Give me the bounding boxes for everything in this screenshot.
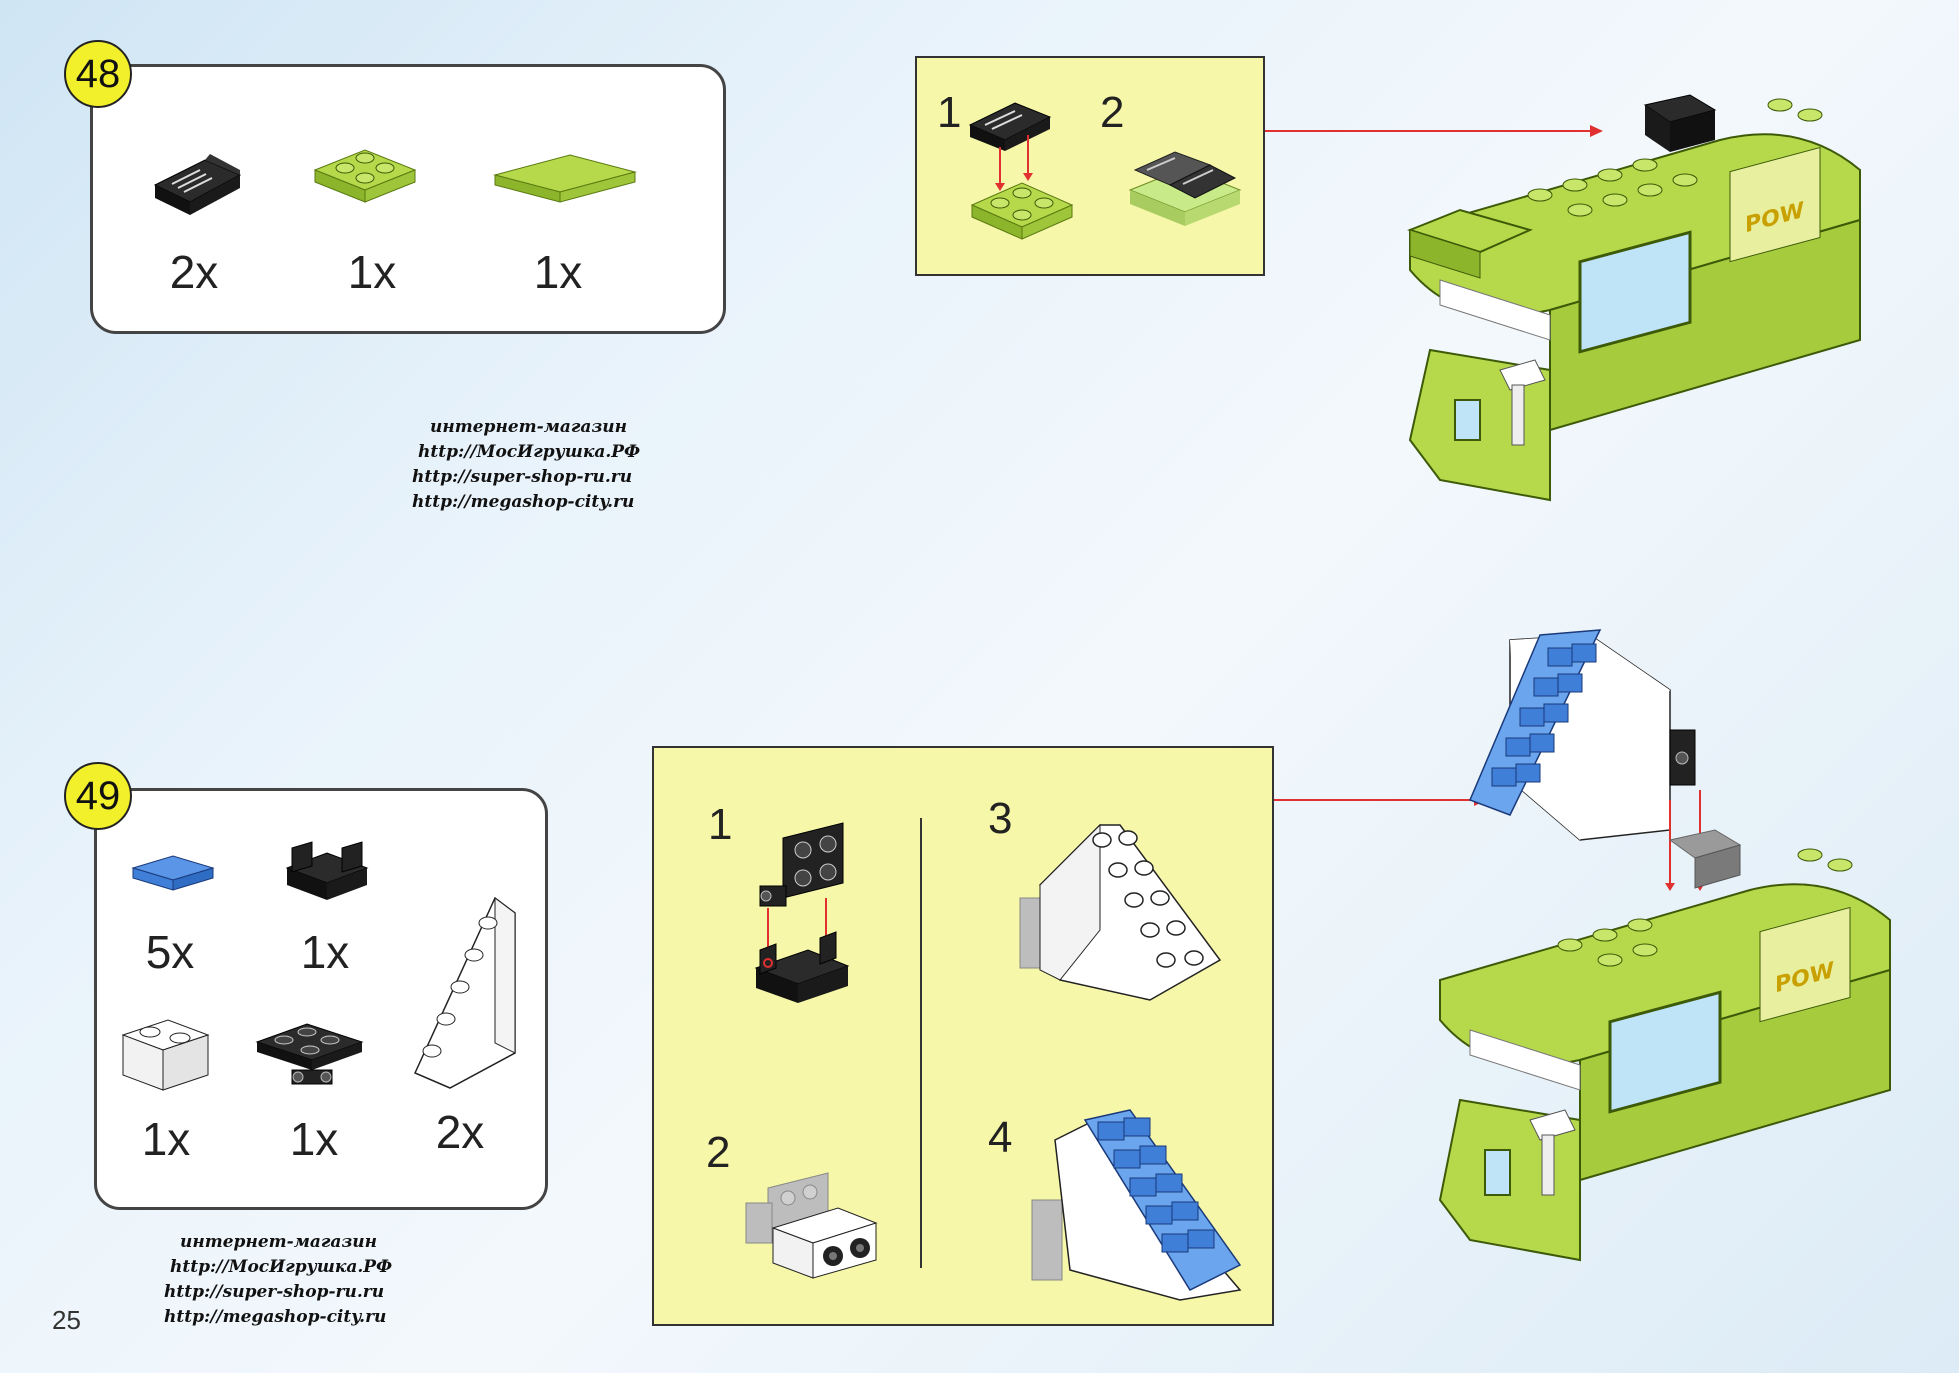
shop1-line4: http://megashop-city.ru	[412, 492, 635, 512]
shop1-line2: http://МосИгрушка.РФ	[418, 442, 641, 462]
shop2-line3: http://super-shop-ru.ru	[164, 1282, 385, 1302]
substep4-blue-slope-icon	[1031, 1109, 1242, 1301]
step49-part4-qty: 1x	[289, 1113, 339, 1165]
step48-part3-qty: 1x	[533, 246, 583, 298]
black-hinge-icon	[285, 841, 369, 900]
step48-part1-qty: 2x	[169, 246, 219, 298]
page-number: 25	[52, 1305, 81, 1335]
blue-tile-icon	[131, 855, 215, 891]
shop2-line4: http://megashop-city.ru	[164, 1307, 387, 1327]
substep1-assembly-icon	[968, 102, 1074, 240]
step49-model-illustration: POW	[1438, 629, 1891, 1262]
step48-substep2-label: 2	[1100, 88, 1125, 137]
step49-substep4-label: 4	[988, 1113, 1013, 1162]
step48-model-illustration: POW	[1407, 94, 1861, 502]
step48-substep1-label: 1	[937, 88, 962, 137]
black-plate-clips-icon	[255, 1023, 364, 1085]
step49-part3-qty: 1x	[141, 1113, 191, 1165]
step49-part2-qty: 1x	[300, 926, 350, 978]
white-slope-icon	[413, 896, 516, 1089]
step49-badge: 49	[64, 762, 132, 830]
step48-arrow	[1265, 125, 1603, 137]
shop2-line2: http://МосИгрушка.РФ	[170, 1257, 393, 1277]
substep-divider	[920, 818, 922, 1268]
substep2-brick-assembly-icon	[745, 1172, 878, 1279]
step49-substep3-label: 3	[988, 794, 1013, 843]
step49-part5-qty: 2x	[435, 1106, 485, 1158]
step48-part2-qty: 1x	[347, 246, 397, 298]
shop2-line1: интернет-магазин	[180, 1232, 378, 1252]
substep1-hinge-assembly-icon	[754, 822, 850, 1003]
step49-substep2-label: 2	[706, 1128, 731, 1177]
white-brick-icon	[121, 1019, 210, 1091]
step49-substep1-label: 1	[708, 800, 733, 849]
green-tile-icon	[493, 154, 637, 203]
green-plate-icon	[313, 149, 417, 203]
step49-part1-qty: 5x	[145, 926, 195, 978]
substep2-assembly-icon	[1128, 151, 1242, 226]
black-grille-slope-icon	[153, 154, 242, 215]
step48-badge: 48	[64, 40, 132, 108]
shop-info-2: интернет-магазин http://МосИгрушка.РФ ht…	[164, 1230, 392, 1330]
shop1-line3: http://super-shop-ru.ru	[412, 467, 633, 487]
shop-info-1: интернет-магазин http://МосИгрушка.РФ ht…	[412, 415, 640, 515]
shop1-line1: интернет-магазин	[430, 417, 628, 437]
substep3-white-slope-icon	[1019, 823, 1222, 1001]
